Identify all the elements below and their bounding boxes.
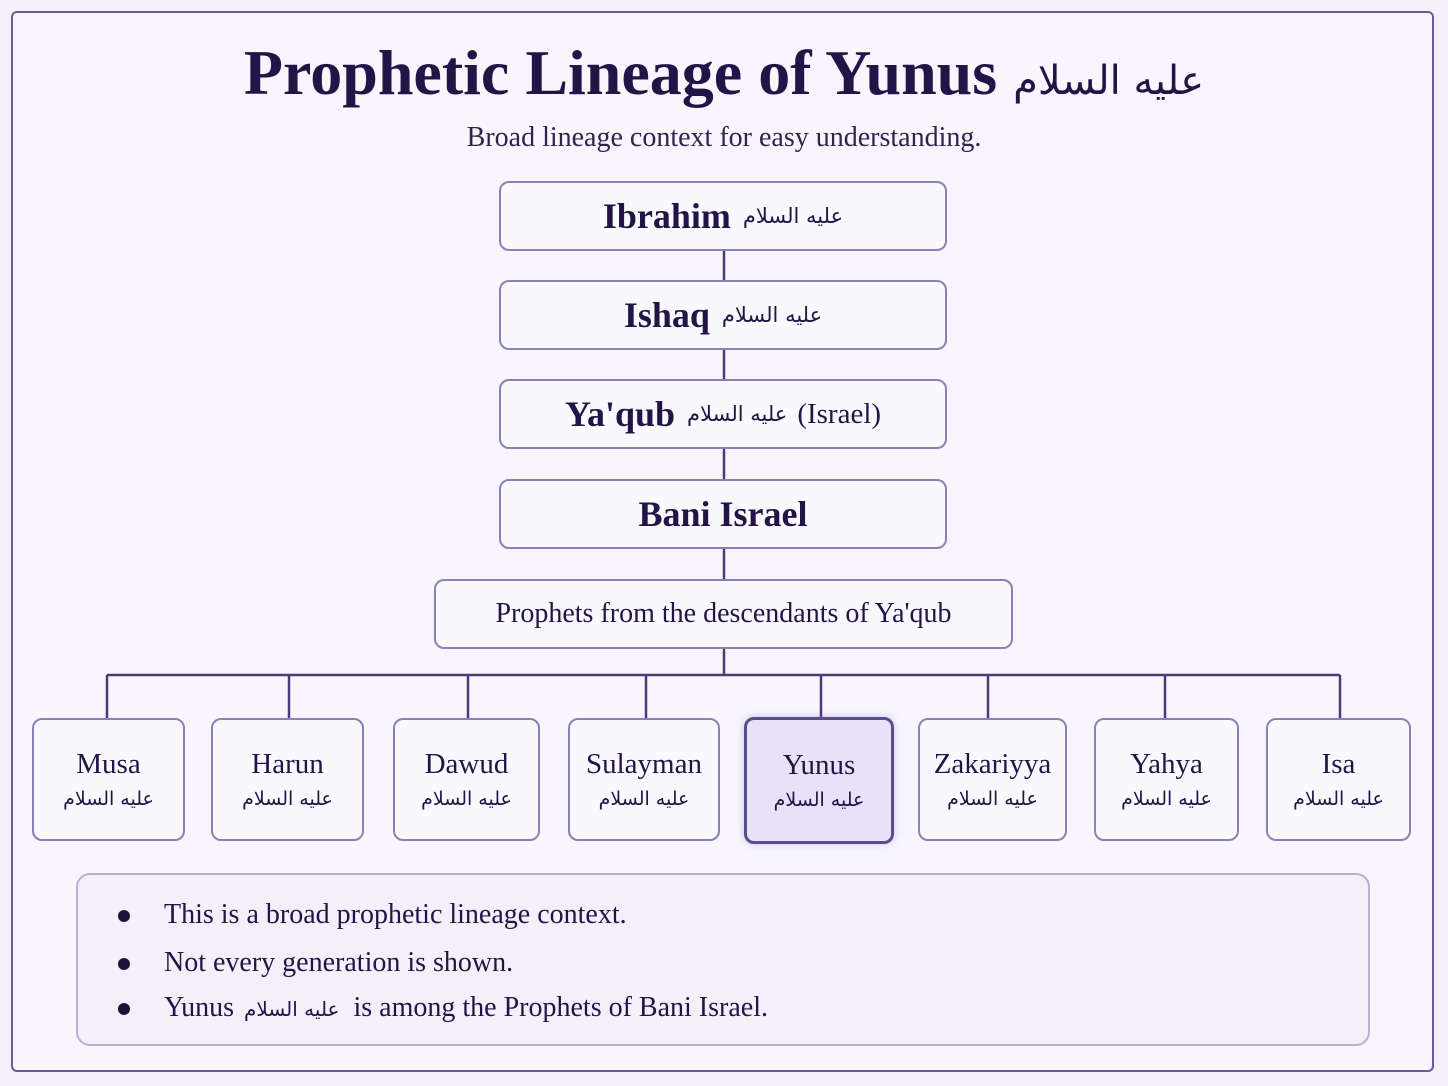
leaf-name: Yahya (1130, 747, 1203, 780)
node-prophets-group: Prophets from the descendants of Ya'qub (434, 579, 1013, 649)
node-name: Bani Israel (638, 494, 808, 534)
leaf-name: Isa (1321, 747, 1356, 780)
node-ibrahim: Ibrahim عليه السلام (499, 181, 947, 251)
leaf-name: Sulayman (586, 747, 702, 780)
note-item: Yunus عليه السلام is among the Prophets of… (118, 990, 768, 1027)
leaf-honorific: عليه السلام (421, 787, 512, 810)
node-name: Ibrahim (602, 196, 731, 236)
node-honorific: عليه السلام (687, 402, 788, 426)
page-subtitle: Broad lineage context for easy understan… (466, 122, 982, 153)
leaf-sulayman: Sulayman عليه السلام (568, 718, 720, 841)
leaf-honorific: عليه السلام (1293, 787, 1384, 810)
note-item: This is a broad prophetic lineage contex… (118, 897, 627, 933)
note-text: This is a broad prophetic lineage contex… (164, 899, 627, 930)
bullet-icon (118, 910, 130, 922)
leaf-yunus-highlighted: Yunus عليه السلام (744, 717, 894, 844)
note-text-after: is among the Prophets of Bani Israel. (353, 992, 768, 1023)
node-honorific: عليه السلام (742, 204, 844, 228)
leaf-harun: Harun عليه السلام (211, 718, 364, 841)
node-yaqub: Ya'qub عليه السلام (Israel) (499, 379, 947, 449)
leaf-honorific: عليه السلام (947, 787, 1038, 810)
leaf-name: Yunus (782, 748, 856, 781)
leaf-honorific: عليه السلام (598, 787, 690, 810)
node-ishaq: Ishaq عليه السلام (499, 280, 947, 350)
leaf-dawud: Dawud عليه السلام (393, 718, 540, 841)
leaf-isa: Isa عليه السلام (1266, 718, 1411, 841)
bullet-icon (118, 1003, 130, 1015)
note-text: Not every generation is shown. (164, 947, 514, 978)
leaf-honorific: عليه السلام (1121, 787, 1212, 810)
title-honorific: عليه السلام (1013, 58, 1205, 104)
leaf-honorific: عليه السلام (242, 787, 333, 810)
leaf-honorific: عليه السلام (63, 787, 154, 810)
bullet-icon (118, 958, 130, 970)
title-main: Prophetic Lineage of Yunus (243, 37, 998, 108)
node-extra: (Israel) (797, 397, 882, 430)
leaf-zakariyya: Zakariyya عليه السلام (918, 718, 1067, 841)
leaf-honorific: عليه السلام (773, 788, 865, 811)
notes-box: This is a broad prophetic lineage contex… (76, 873, 1370, 1046)
leaf-musa: Musa عليه السلام (32, 718, 185, 841)
note-item: Not every generation is shown. (118, 945, 514, 981)
leaf-name: Zakariyya (933, 747, 1052, 780)
node-bani-israel: Bani Israel (499, 479, 947, 549)
node-name: Ya'qub (564, 394, 676, 434)
page-title: Prophetic Lineage of Yunus عليه السلام (0, 36, 1448, 118)
leaf-name: Dawud (424, 747, 509, 780)
note-honorific: عليه السلام (244, 997, 340, 1021)
leaf-yahya: Yahya عليه السلام (1094, 718, 1239, 841)
leaf-name: Harun (251, 747, 324, 780)
leaf-name: Musa (76, 747, 141, 780)
node-honorific: عليه السلام (721, 303, 823, 327)
node-name: Ishaq (623, 295, 710, 335)
note-text-before: Yunus (164, 992, 235, 1023)
